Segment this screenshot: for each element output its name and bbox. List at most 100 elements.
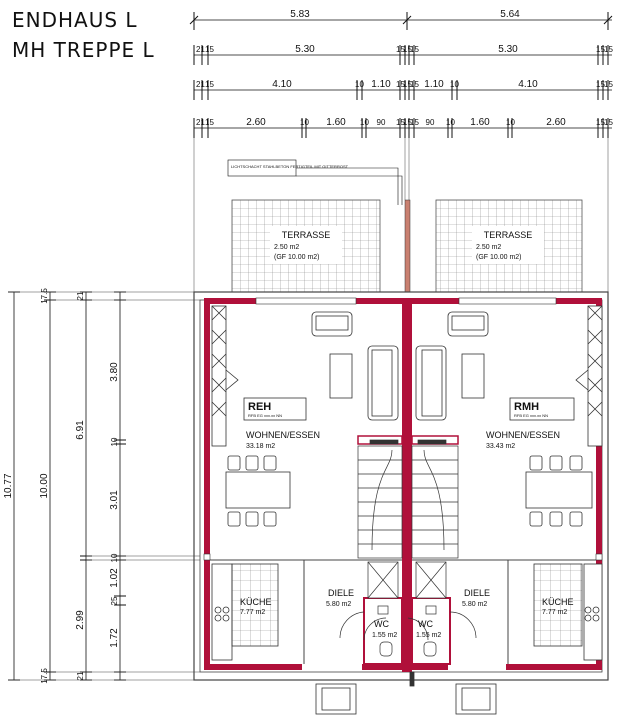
- dim-label: 15: [205, 45, 214, 54]
- dim-label: 21: [196, 118, 205, 127]
- dim-label: 10: [355, 80, 364, 89]
- dim-label: 1.60: [470, 117, 490, 128]
- dim-label: 15: [604, 118, 613, 127]
- light-shaft-note: LICHTSCHACHT STAHLBETON FERTIGTEIL MIT G…: [227, 159, 403, 205]
- terrace-area: 2.50 m2: [476, 244, 501, 251]
- hall-left-area: 5.80 m2: [326, 601, 351, 608]
- dim-label: 15: [403, 45, 412, 54]
- room-name: WOHNEN/ESSEN: [486, 430, 560, 440]
- dim-k1: 1.02: [109, 568, 120, 588]
- room-area: 33.43 m2: [486, 443, 515, 450]
- dim-label: 15: [205, 80, 214, 89]
- dim-label: 15: [596, 80, 605, 89]
- dim-label: 10: [360, 118, 369, 127]
- top-dimension-labels: 5.83 5.64 21 15 5.30 15 15 15 5.30 15 15…: [196, 9, 613, 128]
- dim-label: 25: [110, 596, 119, 605]
- top-dimension-chains: [189, 12, 613, 292]
- left-dimension-labels: 10.77 10.00 6.91 2.99 3.80 3.01 1.02 1.7…: [3, 288, 120, 684]
- dim-living-depth: 3.80: [109, 362, 120, 382]
- terrace-left: TERRASSE 2.50 m2 (GF 10.00 m2): [231, 199, 381, 293]
- dim-right-width: 5.64: [500, 9, 520, 20]
- left-dimension-chains: [8, 291, 200, 681]
- dim-label: 90: [426, 118, 435, 127]
- dim-label: 10: [110, 437, 119, 446]
- dim-label: 21: [76, 671, 85, 680]
- unit-label-right: RMH RFB EG xxx.xx NN WOHNEN/ESSEN 33.43 …: [486, 397, 575, 450]
- dim-k2: 1.72: [109, 628, 120, 648]
- dim-label: 15: [596, 45, 605, 54]
- dim-label: 15: [604, 45, 613, 54]
- dim-label: 15: [604, 80, 613, 89]
- dim-label: 15: [205, 118, 214, 127]
- dim-label: 2.60: [246, 117, 266, 128]
- hall-right-area: 5.80 m2: [462, 601, 487, 608]
- dim-middle-depth: 10.00: [39, 473, 50, 498]
- dim-label: 15: [403, 118, 412, 127]
- dim-label: 15: [396, 80, 405, 89]
- room-labels: KÜCHE 7.77 m2 KÜCHE 7.77 m2 DIELE 5.80 m…: [240, 588, 574, 639]
- dim-label: 10: [110, 553, 119, 562]
- dim-label: 21: [196, 45, 205, 54]
- furniture-left: [211, 305, 399, 661]
- dim-upper-depth: 6.91: [75, 420, 86, 440]
- terrace-title: TERRASSE: [484, 230, 533, 240]
- unit-sub: RFB EG xxx.xx NN: [514, 413, 548, 418]
- dim-label: 2.60: [546, 117, 566, 128]
- room-area: 33.18 m2: [246, 443, 275, 450]
- dim-label: 5.30: [498, 44, 518, 55]
- dim-kitchen-depth: 2.99: [75, 610, 86, 630]
- dim-label: 17.5: [40, 288, 49, 304]
- wc-right-area: 1.55 m2: [416, 632, 441, 639]
- unit-sub: RFB EG xxx.xx NN: [248, 413, 282, 418]
- entrances: [315, 671, 497, 715]
- plan-title-line-1: ENDHAUS L: [12, 8, 138, 32]
- wc-left-area: 1.55 m2: [372, 632, 397, 639]
- stairs: [357, 439, 459, 599]
- dim-label: 21: [76, 291, 85, 300]
- terrace-gf: (GF 10.00 m2): [476, 254, 522, 261]
- dim-left-width: 5.83: [290, 9, 310, 20]
- unit-code: REH: [248, 401, 271, 413]
- wc-right-name: WC: [418, 619, 433, 629]
- dim-label: 1.60: [326, 117, 346, 128]
- dim-label: 1.10: [371, 79, 391, 90]
- dim-label: 1.10: [424, 79, 444, 90]
- hall-right-name: DIELE: [464, 588, 490, 598]
- terrace-area: 2.50 m2: [274, 244, 299, 251]
- terrace-title: TERRASSE: [282, 230, 331, 240]
- dim-label: 15: [396, 45, 405, 54]
- dim-label: 10: [506, 118, 515, 127]
- plan-title-line-2: MH TREPPE L: [12, 38, 155, 62]
- furniture-right: [415, 305, 603, 661]
- terrace-gf: (GF 10.00 m2): [274, 254, 320, 261]
- dim-label: 4.10: [518, 79, 538, 90]
- party-wall-extension: [404, 199, 411, 293]
- hall-left-name: DIELE: [328, 588, 354, 598]
- note-text: LICHTSCHACHT STAHLBETON FERTIGTEIL MIT G…: [231, 164, 349, 169]
- dim-total-depth: 10.77: [3, 473, 14, 498]
- dim-label: 15: [410, 80, 419, 89]
- kitchen-left-area: 7.77 m2: [240, 609, 265, 616]
- dim-label: 15: [410, 118, 419, 127]
- dim-label: 90: [377, 118, 386, 127]
- kitchen-right-name: KÜCHE: [542, 597, 574, 607]
- dim-hall-depth: 3.01: [109, 490, 120, 510]
- dim-label: 17.5: [40, 668, 49, 684]
- dim-label: 15: [396, 118, 405, 127]
- unit-label-left: REH RFB EG xxx.xx NN WOHNEN/ESSEN 33.18 …: [243, 397, 320, 450]
- unit-code: RMH: [514, 401, 539, 413]
- dim-label: 4.10: [272, 79, 292, 90]
- dim-label: 15: [596, 118, 605, 127]
- room-name: WOHNEN/ESSEN: [246, 430, 320, 440]
- dim-label: 10: [446, 118, 455, 127]
- doors: [339, 605, 477, 657]
- dim-label: 10: [450, 80, 459, 89]
- kitchen-left-name: KÜCHE: [240, 597, 272, 607]
- wc-left-name: WC: [374, 619, 389, 629]
- windows: [203, 297, 603, 561]
- dim-label: 21: [196, 80, 205, 89]
- dim-label: 5.30: [295, 44, 315, 55]
- dim-label: 15: [410, 45, 419, 54]
- terrace-right: TERRASSE 2.50 m2 (GF 10.00 m2): [435, 199, 583, 293]
